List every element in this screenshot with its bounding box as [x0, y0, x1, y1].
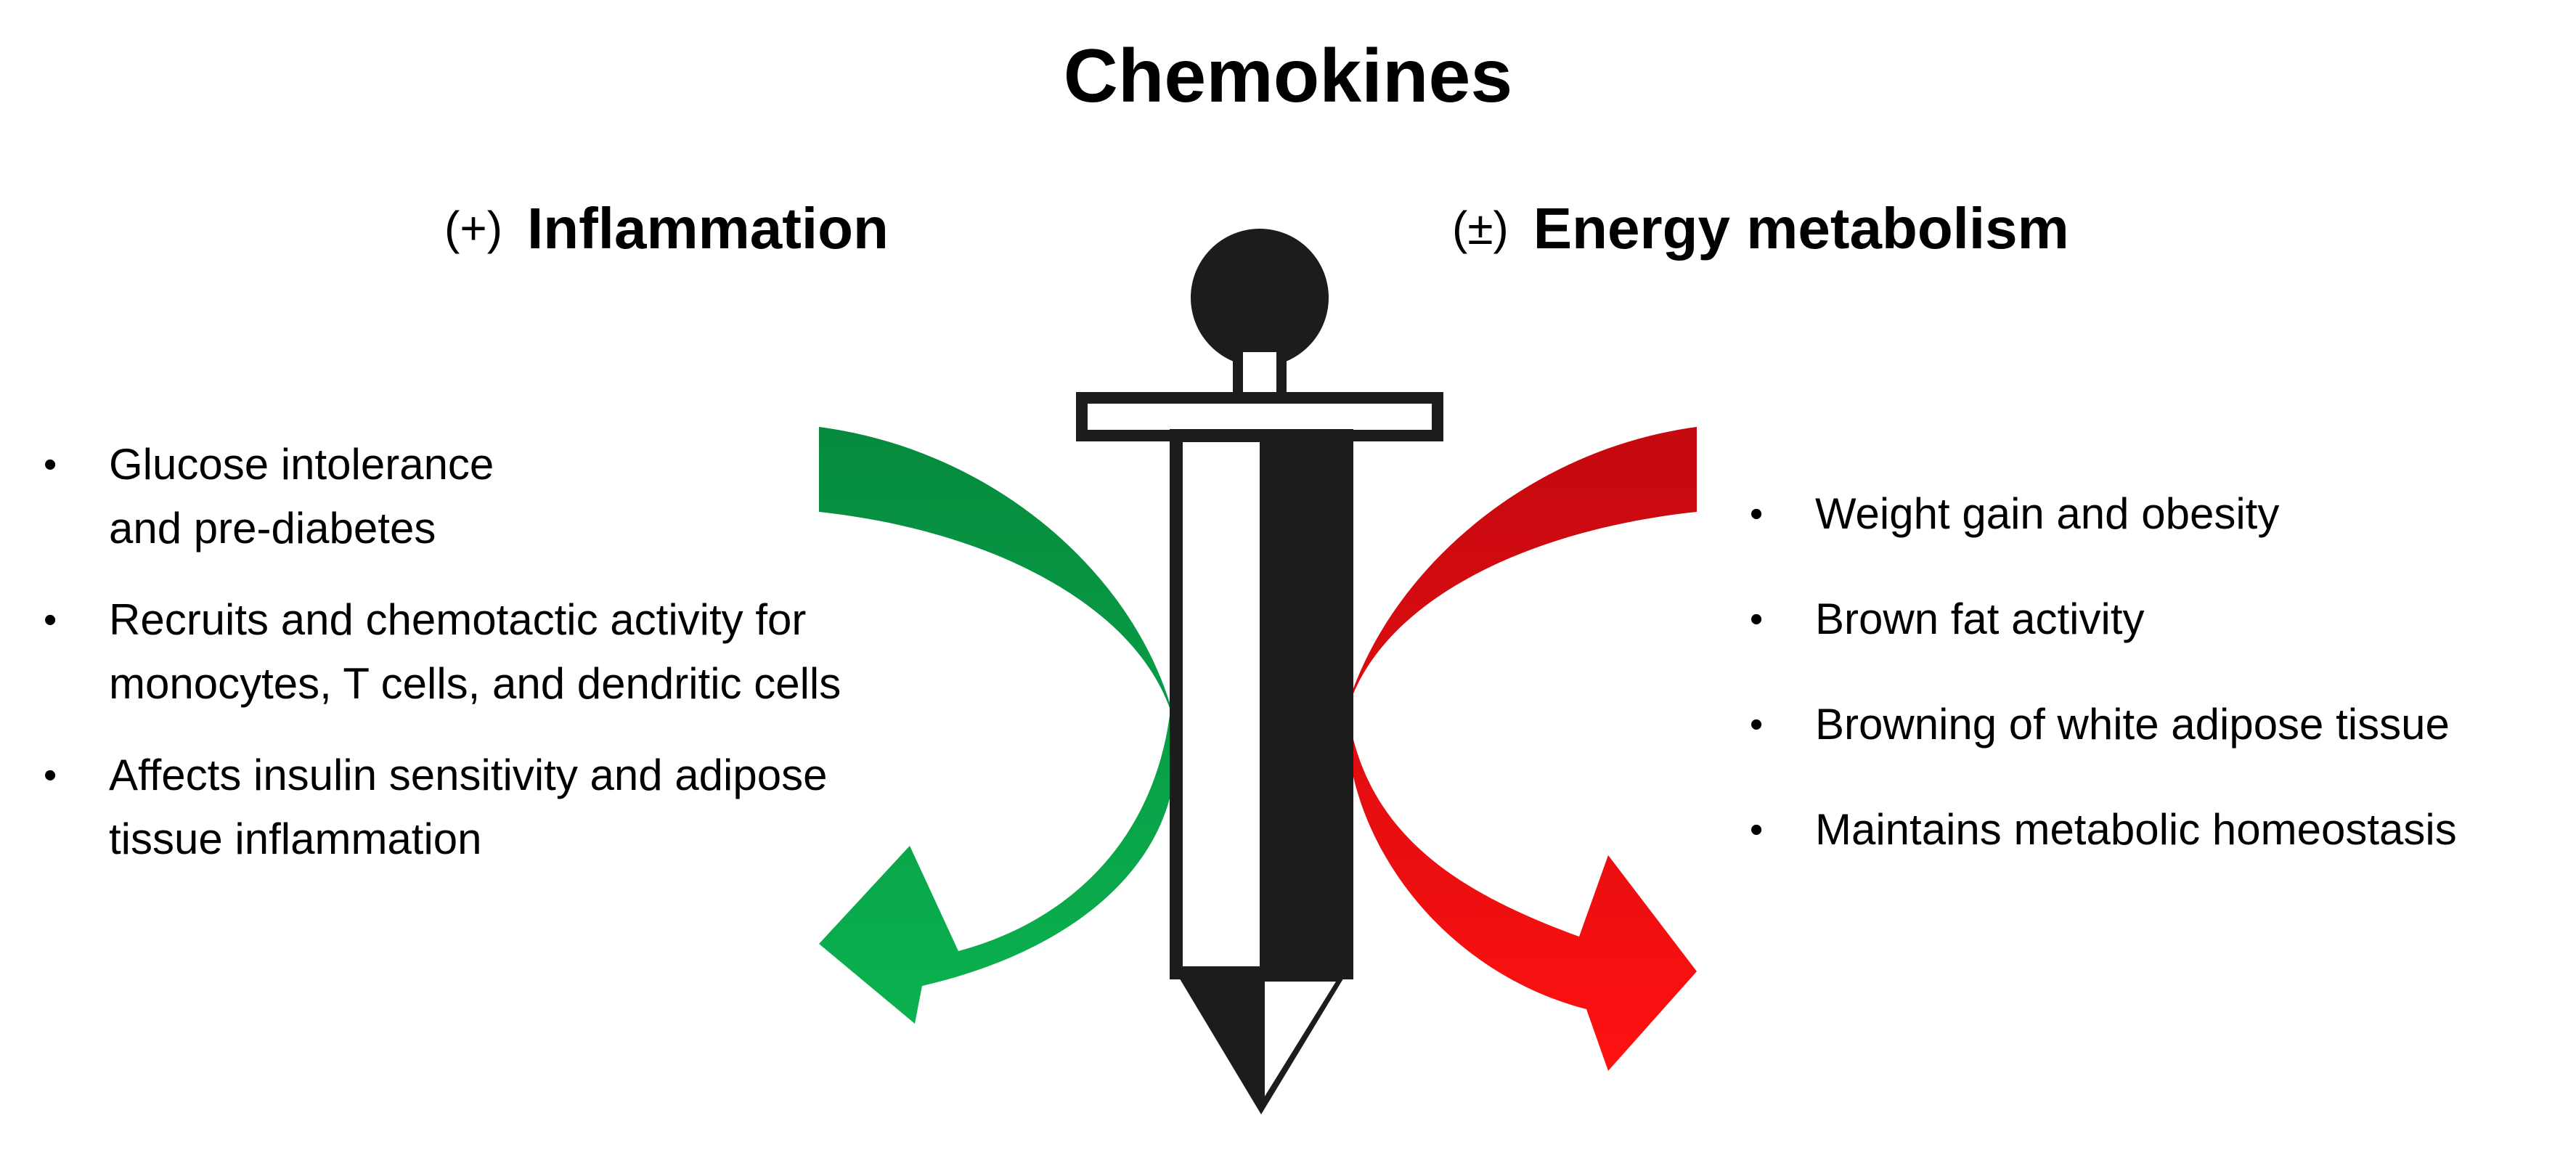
list-item-text: Affects insulin sensitivity and adipose … [109, 751, 828, 863]
diagram-title: Chemokines [1063, 34, 1513, 118]
list-item-text: Maintains metabolic homeostasis [1815, 805, 2457, 854]
green-curved-arrow [819, 427, 1176, 1024]
list-item: Affects insulin sensitivity and adipose … [44, 743, 951, 871]
list-item: Browning of white adipose tissue [1750, 693, 2570, 757]
positive-sign: (+) [444, 202, 502, 254]
inflammation-heading: (+) Inflammation [444, 192, 889, 269]
list-item-text: Brown fat activity [1815, 595, 2145, 643]
list-item: Recruits and chemotactic activity for mo… [44, 588, 951, 716]
list-item: Brown fat activity [1750, 587, 2570, 651]
inflammation-heading-text: Inflammation [527, 196, 889, 261]
pen-shaped-knife-icon [1076, 229, 1443, 1114]
inflammation-list: Glucose intolerance and pre-diabetes Rec… [44, 433, 951, 899]
plus-minus-sign: (±) [1452, 202, 1509, 254]
energy-metabolism-list: Weight gain and obesity Brown fat activi… [1750, 482, 2570, 903]
list-item-text: Weight gain and obesity [1815, 489, 2280, 538]
red-curved-arrow [1345, 427, 1697, 1071]
list-item-text: Glucose intolerance and pre-diabetes [109, 440, 494, 552]
energy-metabolism-heading: (±) Energy metabolism [1452, 192, 2069, 269]
energy-metabolism-heading-text: Energy metabolism [1533, 196, 2069, 261]
list-item: Weight gain and obesity [1750, 482, 2570, 546]
list-item: Glucose intolerance and pre-diabetes [44, 433, 951, 560]
list-item-text: Browning of white adipose tissue [1815, 700, 2450, 749]
list-item-text: Recruits and chemotactic activity for mo… [109, 595, 841, 708]
list-item: Maintains metabolic homeostasis [1750, 798, 2570, 862]
